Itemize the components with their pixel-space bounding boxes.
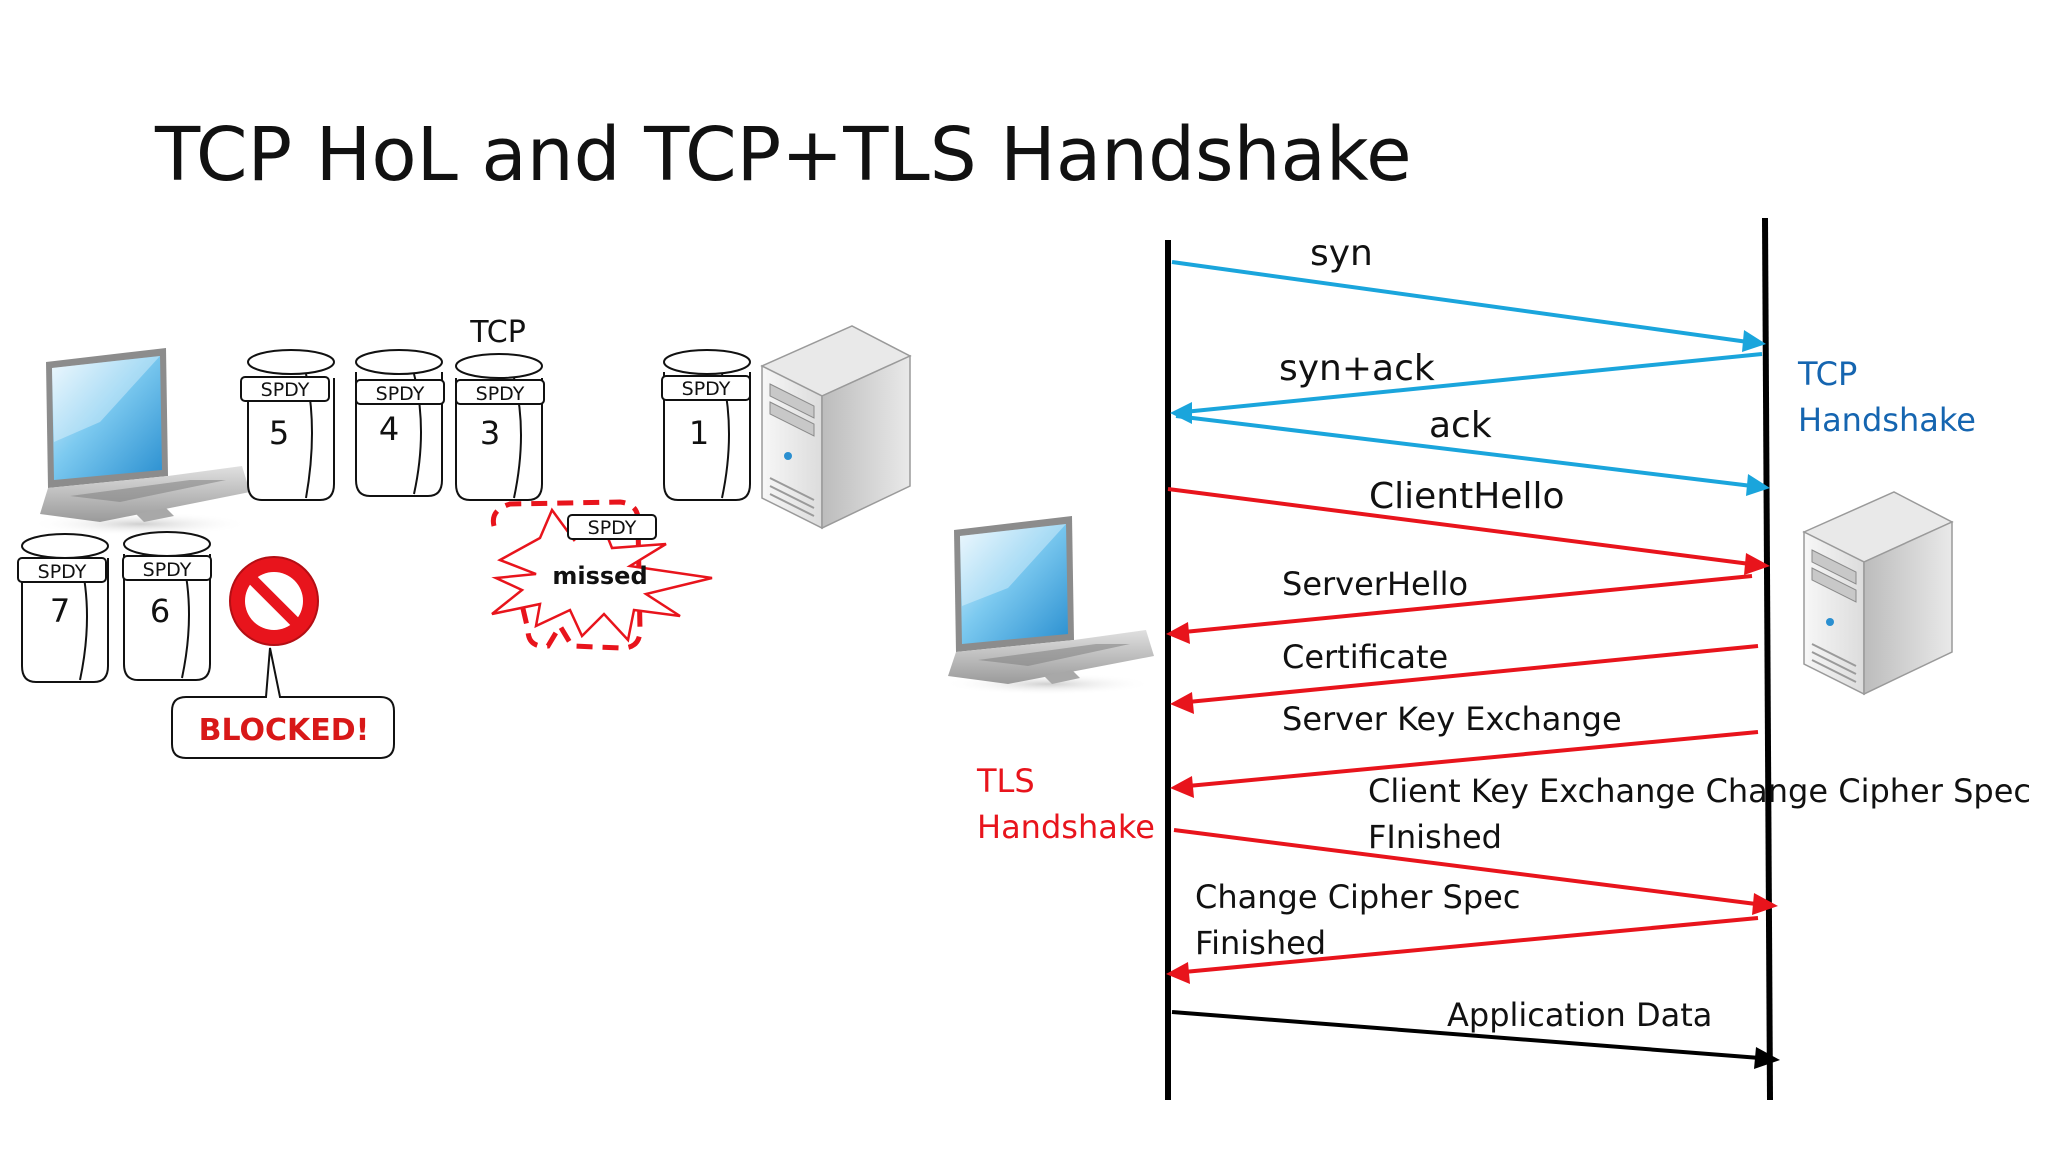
packet-tag: SPDY [261, 379, 310, 401]
msg-client-hello: ClientHello [1369, 476, 1564, 517]
msg-server-finished: Finished [1195, 924, 1326, 962]
server-timeline [1762, 217, 1773, 1101]
packet-tag: SPDY [682, 378, 731, 400]
tcp-label: TCP [469, 315, 526, 350]
packet-number: 7 [50, 592, 70, 630]
packet-1: SPDY 1 [661, 349, 751, 501]
tls-handshake-label: TLS [976, 762, 1035, 800]
packet-tag: SPDY [143, 559, 192, 581]
slide-title: TCP HoL and TCP+TLS Handshake [155, 112, 1412, 198]
msg-client-finished: FInished [1368, 818, 1502, 856]
packet-number: 5 [269, 414, 289, 452]
msg-syn-ack: syn+ack [1279, 348, 1435, 389]
tcp-arrowheads [1170, 330, 1770, 496]
packet-5: SPDY 5 [240, 349, 335, 501]
tcp-handshake-label: Handshake [1798, 401, 1976, 439]
packet-tag: SPDY [588, 517, 637, 539]
server-icon [760, 325, 912, 530]
tcp-messages [1171, 260, 1763, 488]
server-icon [1802, 491, 1954, 696]
msg-ack: ack [1429, 405, 1492, 446]
tls-arrowheads [1166, 553, 1778, 984]
tls-handshake-label: Handshake [977, 808, 1155, 846]
packet-number: 3 [480, 414, 500, 452]
tcp-handshake-label: TCP [1797, 355, 1857, 393]
packet-tag: SPDY [476, 383, 525, 405]
msg-certificate: Certificate [1282, 638, 1448, 676]
no-entry-icon [229, 556, 319, 646]
laptop-icon [943, 516, 1154, 695]
app-data-arrow [1171, 1010, 1761, 1060]
laptop-icon [30, 348, 250, 536]
packet-number: 4 [379, 410, 399, 448]
msg-server-hello: ServerHello [1282, 565, 1468, 603]
msg-server-key-exchange: Server Key Exchange [1282, 700, 1622, 738]
packet-3: SPDY 3 [455, 353, 545, 501]
msg-syn: syn [1310, 233, 1373, 274]
missed-label: missed [552, 562, 647, 590]
packet-number: 6 [150, 592, 170, 630]
packet-7: SPDY 7 [17, 533, 109, 683]
packet-number: 1 [689, 414, 709, 452]
packet-tag: SPDY [376, 383, 425, 405]
missed-packet: SPDY [567, 514, 657, 540]
packet-6: SPDY 6 [122, 531, 212, 681]
msg-client-key-exchange: Client Key Exchange Change Cipher Spec [1368, 772, 2031, 810]
packet-4: SPDY 4 [355, 349, 445, 497]
app-data-arrowhead [1754, 1047, 1780, 1069]
tls-messages [1167, 487, 1759, 974]
packet-tag: SPDY [38, 561, 87, 583]
msg-application-data: Application Data [1447, 996, 1712, 1034]
blocked-callout: BLOCKED! [171, 647, 395, 759]
blocked-label: BLOCKED! [199, 713, 370, 748]
msg-server-change-cipher: Change Cipher Spec [1195, 878, 1520, 916]
